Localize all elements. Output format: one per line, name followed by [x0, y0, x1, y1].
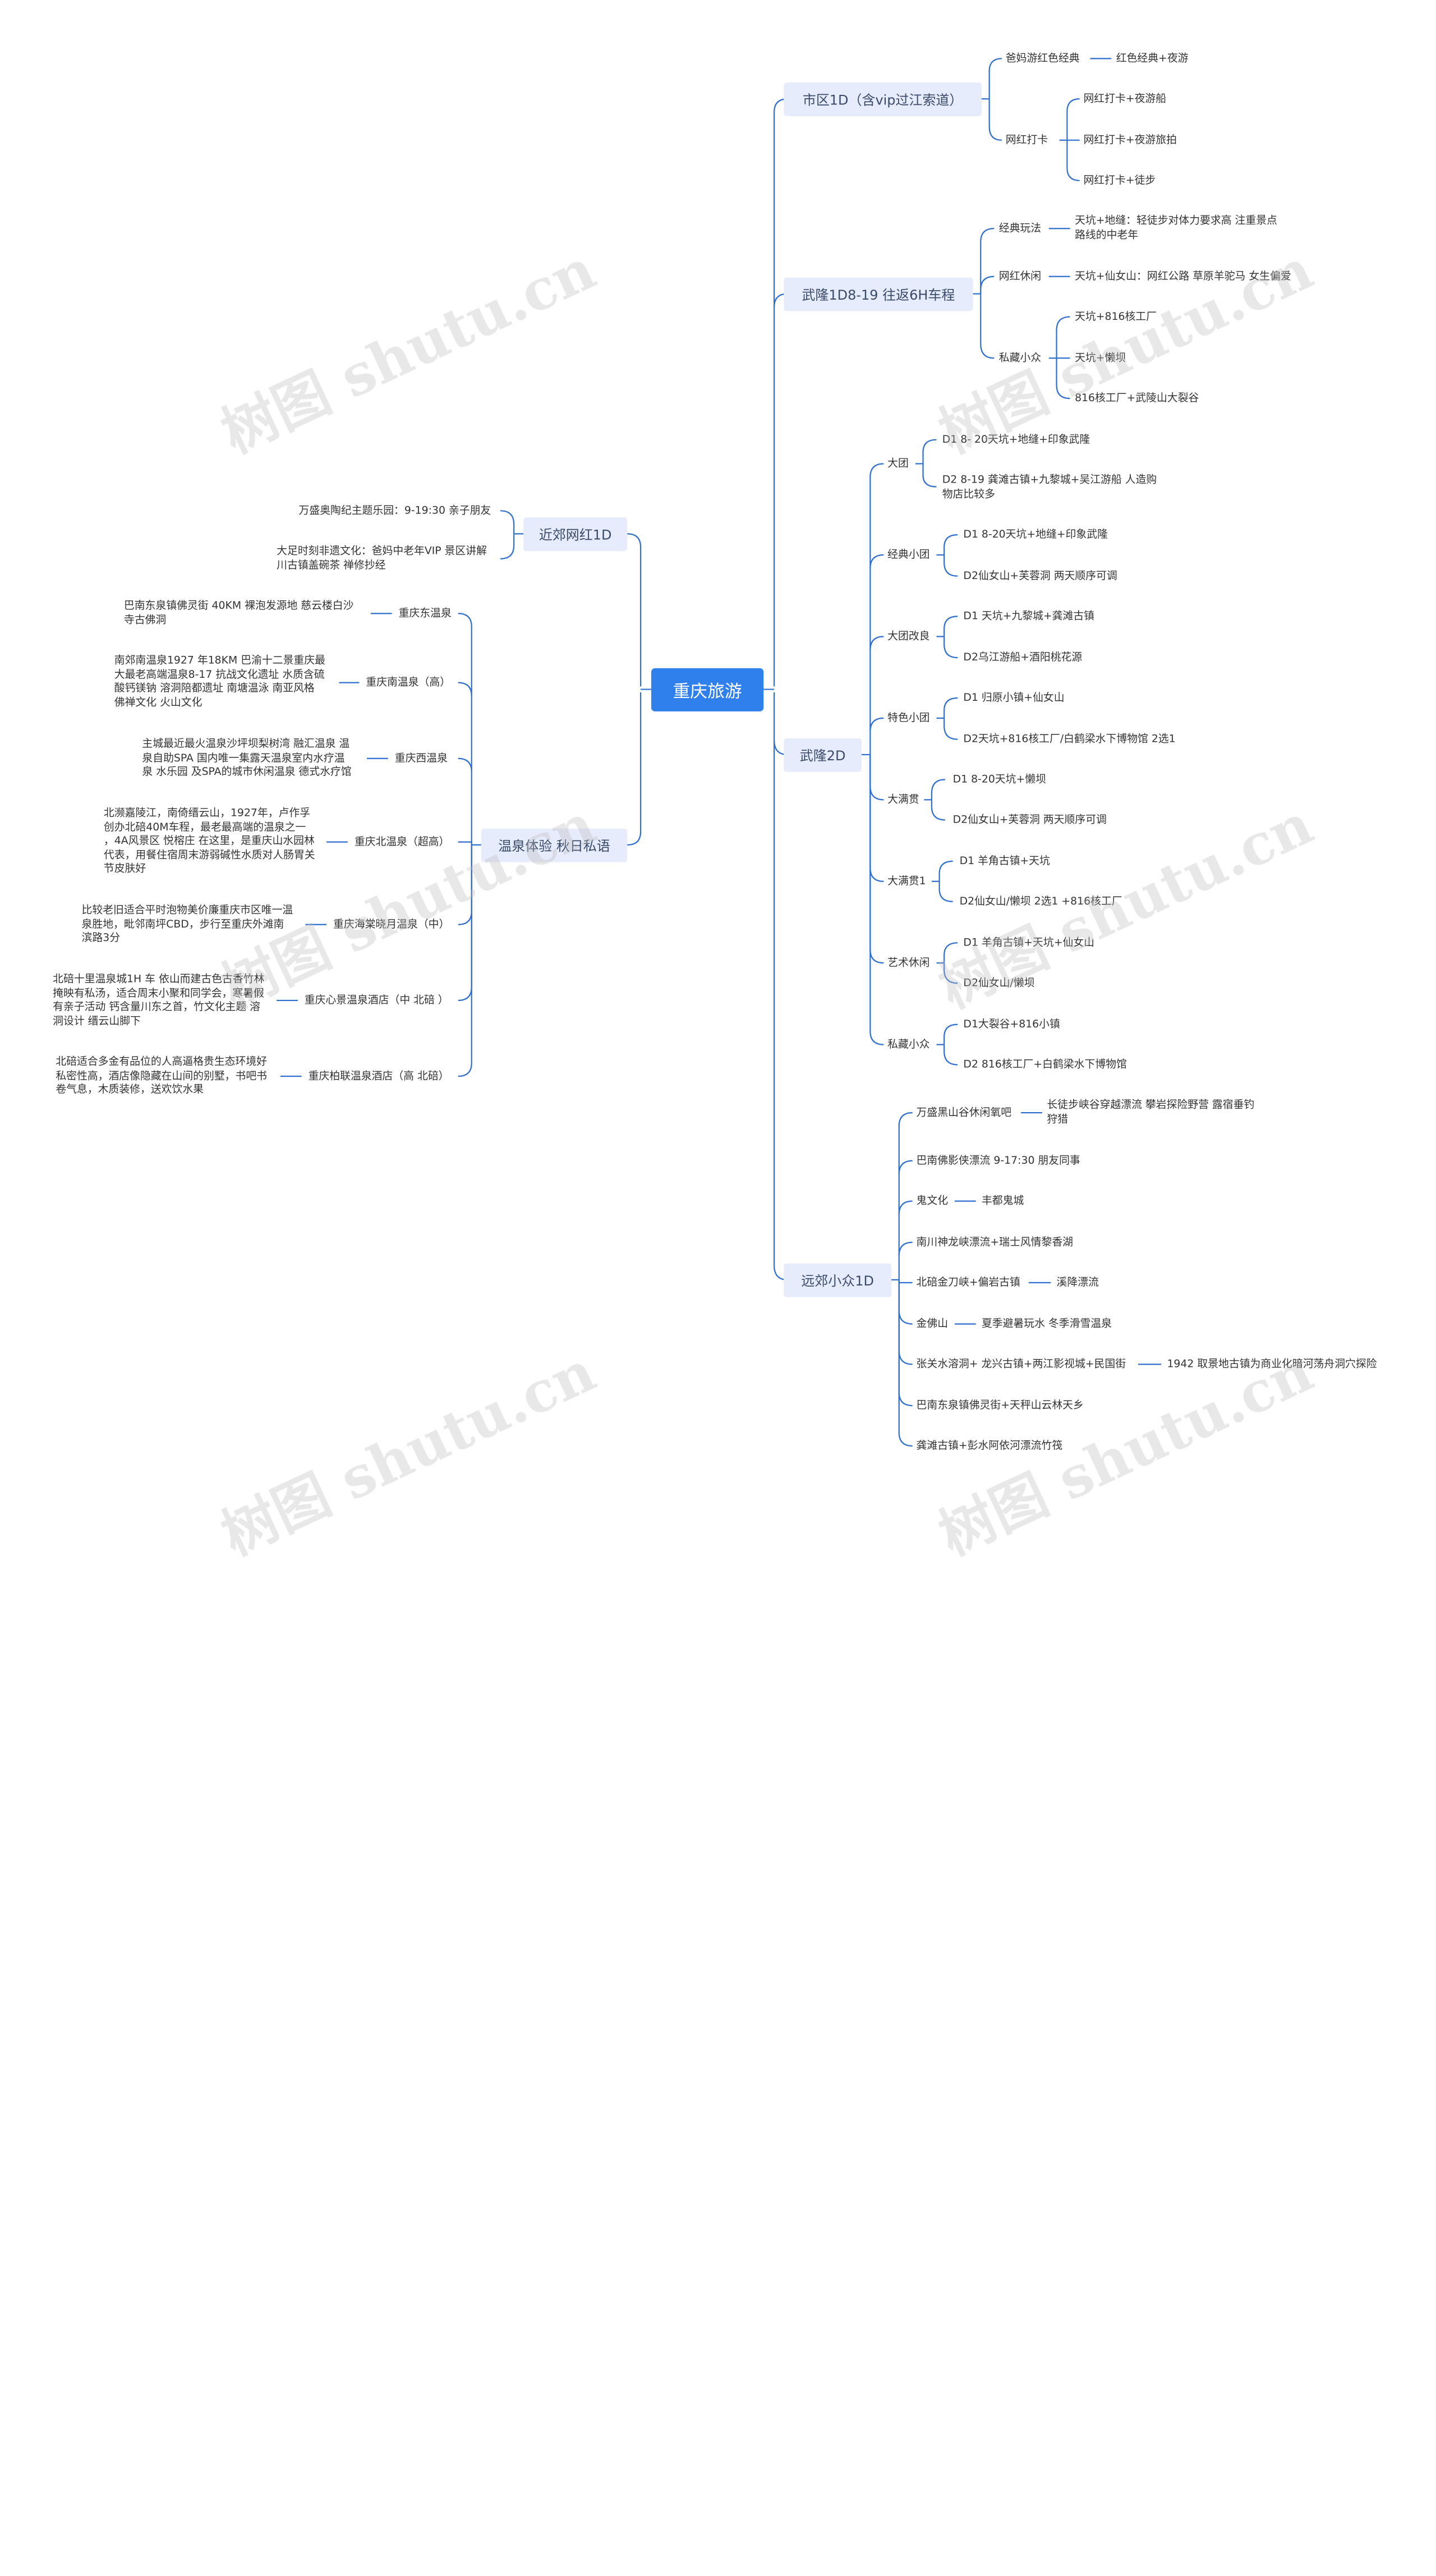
- leaf-hidden-2d-d1[interactable]: D1大裂谷+816小镇: [963, 1017, 1060, 1031]
- leaf-grand-slam-d2[interactable]: D2仙女山+芙蓉洞 两天顺序可调: [952, 813, 1107, 826]
- node-dazu-heritage[interactable]: 大足时刻非遗文化：爸妈中老年VIP 景区讲解 川古镇盖碗茶 禅修抄经: [277, 544, 487, 571]
- leaf-tiankeng-816[interactable]: 天坑+816核工厂: [1075, 310, 1157, 323]
- leaf-south-spring[interactable]: 南郊南温泉1927 年18KM 巴渝十二景重庆最 大最老高端温泉8-17 抗战文…: [114, 654, 325, 708]
- node-xinjing-hotel[interactable]: 重庆心景温泉酒店（中 北碚 ）: [304, 993, 449, 1007]
- node-ghost-culture[interactable]: 鬼文化: [916, 1194, 949, 1207]
- branch-city-1d[interactable]: 市区1D（含vip过江索道）: [784, 82, 982, 117]
- leaf-bolian-hotel[interactable]: 北碚适合多金有品位的人高逼格贵生态环境好 私密性高，酒店像隐藏在山间的别墅，书吧…: [56, 1055, 268, 1096]
- leaf-west-spring[interactable]: 主城最近最火温泉沙坪坝梨树湾 融汇温泉 温 泉自助SPA 国内唯一集露天温泉室内…: [142, 737, 352, 778]
- node-grand-slam[interactable]: 大满贯: [887, 793, 919, 806]
- leaf-east-spring[interactable]: 巴南东泉镇佛灵街 40KM 裸泡发源地 慈云楼白沙 寺古佛洞: [123, 599, 354, 626]
- node-jinfoshan[interactable]: 金佛山: [916, 1317, 949, 1330]
- node-zhangguan[interactable]: 张关水溶洞+ 龙兴古镇+两江影视城+民国街: [916, 1357, 1126, 1370]
- leaf-checkin-hike[interactable]: 网红打卡+徒步: [1083, 173, 1156, 186]
- node-wansheng-park[interactable]: 万盛奥陶纪主题乐园：9-19:30 亲子朋友: [298, 504, 491, 517]
- node-art-leisure[interactable]: 艺术休闲: [887, 956, 930, 969]
- leaf-hiking-rafting[interactable]: 长徒步峡谷穿越漂流 攀岩探险野营 露宿垂钓 狩猎: [1047, 1098, 1255, 1125]
- leaf-special-d1[interactable]: D1 归原小镇+仙女山: [963, 691, 1065, 704]
- branch-near-suburbs-1d[interactable]: 近郊网红1D: [523, 517, 628, 552]
- leaf-fengdu[interactable]: 丰都鬼城: [981, 1194, 1024, 1207]
- leaf-816-wuling[interactable]: 816核工厂+武陵山大裂谷: [1075, 392, 1199, 405]
- leaf-special-d2[interactable]: D2天坑+816核工厂/白鹤梁水下博物馆 2选1: [963, 732, 1176, 745]
- node-bolian-hotel[interactable]: 重庆柏联温泉酒店（高 北碚）: [308, 1069, 449, 1082]
- node-banan-rafting[interactable]: 巴南佛影侠漂流 9-17:30 朋友同事: [916, 1154, 1080, 1167]
- node-hidden-niche-2d[interactable]: 私藏小众: [887, 1037, 930, 1050]
- leaf-grand-slam1-d2[interactable]: D2仙女山/懒坝 2选1 +816核工厂: [959, 894, 1122, 907]
- node-beibei-jindaoxia[interactable]: 北碚金刀峡+偏岩古镇: [916, 1276, 1020, 1289]
- branch-wulong-2d[interactable]: 武隆2D: [784, 738, 862, 772]
- leaf-xinjing-hotel[interactable]: 北碚十里温泉城1H 车 依山而建古色古香竹林 掩映有私汤，适合周末小聚和同学会，…: [53, 972, 265, 1027]
- leaf-tiankeng-lanba[interactable]: 天坑+懒坝: [1075, 351, 1126, 364]
- leaf-tiankeng-xiannvshan[interactable]: 天坑+仙女山：网红公路 草原羊驼马 女生偏爱: [1075, 269, 1291, 283]
- node-banan-dongquan[interactable]: 巴南东泉镇佛灵街+天秤山云林天乡: [916, 1399, 1084, 1412]
- leaf-improved-d2[interactable]: D2乌江游船+酒阳桃花源: [963, 651, 1083, 664]
- leaf-big-group-d1[interactable]: D1 8- 20天坑+地缝+印象武隆: [942, 433, 1090, 446]
- node-haitang-spring[interactable]: 重庆海棠晓月温泉（中）: [333, 917, 450, 931]
- leaf-haitang-spring[interactable]: 比较老旧适合平时泡物美价廉重庆市区唯一温 泉胜地，毗邻南坪CBD，步行至重庆外滩…: [81, 903, 293, 944]
- node-grand-slam-1[interactable]: 大满贯1: [887, 874, 926, 888]
- leaf-improved-d1[interactable]: D1 天坑+九黎城+龚滩古镇: [963, 609, 1095, 622]
- leaf-art-d2[interactable]: D2仙女山/懒坝: [963, 976, 1035, 989]
- node-parents-red-classic[interactable]: 爸妈游红色经典: [1005, 52, 1080, 65]
- node-wanghong-checkin[interactable]: 网红打卡: [1005, 133, 1048, 146]
- leaf-checkin-photo[interactable]: 网红打卡+夜游旅拍: [1083, 133, 1177, 146]
- connector-lines: [277, 58, 1162, 1447]
- node-improved-group[interactable]: 大团改良: [887, 630, 930, 642]
- leaf-1942[interactable]: 1942 取景地古镇为商业化暗河荡舟洞穴探险: [1167, 1357, 1377, 1370]
- leaf-checkin-boat[interactable]: 网红打卡+夜游船: [1083, 92, 1167, 105]
- leaf-north-spring[interactable]: 北濒嘉陵江，南倚缙云山，1927年，卢作孚 创办北碚40M车程，最老最高端的温泉…: [103, 806, 315, 875]
- leaf-art-d1[interactable]: D1 羊角古镇+天坑+仙女山: [963, 936, 1095, 949]
- leaf-classic-small-d1[interactable]: D1 8-20天坑+地缝+印象武隆: [963, 528, 1108, 541]
- node-north-spring[interactable]: 重庆北温泉（超高）: [354, 835, 450, 848]
- node-south-spring[interactable]: 重庆南温泉（高）: [366, 676, 451, 688]
- node-big-group[interactable]: 大团: [887, 457, 909, 470]
- node-classic-small-group[interactable]: 经典小团: [887, 548, 930, 561]
- leaf-grand-slam1-d1[interactable]: D1 羊角古镇+天坑: [959, 854, 1050, 867]
- branch-hot-springs[interactable]: 温泉体验 秋日私语: [481, 828, 628, 862]
- node-hidden-niche[interactable]: 私藏小众: [998, 351, 1042, 364]
- node-gongtan-pengshui[interactable]: 龚滩古镇+彭水阿依河漂流竹筏: [916, 1439, 1063, 1452]
- node-wanghong-leisure[interactable]: 网红休闲: [998, 269, 1042, 283]
- node-wansheng-heishangu[interactable]: 万盛黑山谷休闲氧吧: [916, 1106, 1012, 1119]
- node-special-small-group[interactable]: 特色小团: [887, 711, 930, 724]
- leaf-classic-small-d2[interactable]: D2仙女山+芙蓉洞 两天顺序可调: [963, 569, 1117, 582]
- leaf-red-classic-night[interactable]: 红色经典+夜游: [1116, 52, 1189, 65]
- leaf-grand-slam-d1[interactable]: D1 8-20天坑+懒坝: [952, 773, 1046, 786]
- branch-outer-suburbs-1d[interactable]: 远郊小众1D: [784, 1263, 892, 1297]
- leaf-canyoning[interactable]: 溪降漂流: [1056, 1276, 1099, 1289]
- root-node[interactable]: 重庆旅游: [651, 668, 764, 711]
- branch-wulong-1d[interactable]: 武隆1D8-19 往返6H车程: [784, 277, 973, 311]
- leaf-hidden-2d-d2[interactable]: D2 816核工厂+白鹤梁水下博物馆: [963, 1058, 1127, 1071]
- leaf-seasons[interactable]: 夏季避暑玩水 冬季滑雪温泉: [981, 1317, 1112, 1330]
- node-nanchuan[interactable]: 南川神龙峡漂流+瑞士风情黎香湖: [916, 1236, 1074, 1248]
- leaf-tiankeng-difeng[interactable]: 天坑+地缝：轻徒步对体力要求高 注重景点 路线的中老年: [1075, 214, 1277, 241]
- node-east-spring[interactable]: 重庆东温泉: [398, 607, 452, 619]
- node-west-spring[interactable]: 重庆西温泉: [394, 751, 448, 765]
- node-classic-play[interactable]: 经典玩法: [998, 222, 1042, 235]
- leaf-big-group-d2[interactable]: D2 8-19 龚滩古镇+九黎城+吴江游船 人造购 物店比较多: [942, 473, 1157, 500]
